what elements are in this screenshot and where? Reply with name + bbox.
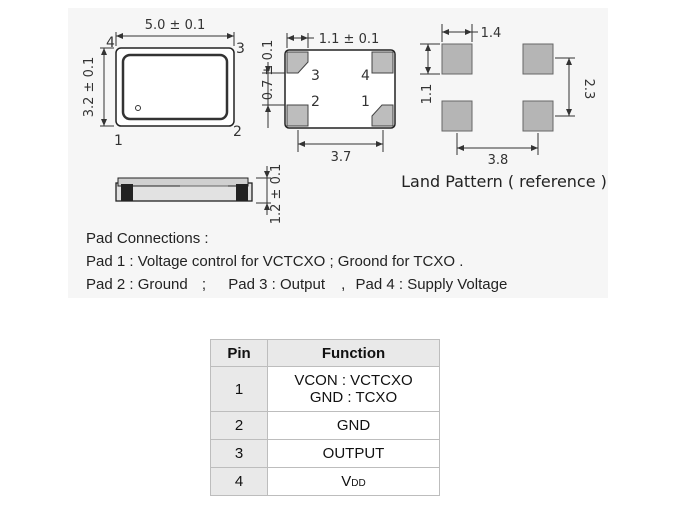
pad-label-2: 2 [311, 94, 320, 110]
pin-function-table: Pin Function 1 VCON : VCTCXO GND : TCXO … [210, 339, 440, 496]
pad-connections-line2: Pad 2 : Ground ; Pad 3 : Output , Pad 4 … [86, 276, 507, 293]
pad-1 [371, 104, 394, 127]
pad-label-3: 3 [311, 68, 320, 84]
pad-size-dim: 1.1 ± 0.1 [319, 32, 380, 47]
land-pattern-caption: Land Pattern ( reference ) [401, 172, 607, 191]
note-separator-1: ; [201, 276, 207, 293]
pad-connections-title: Pad Connections : [86, 230, 209, 247]
header-pin: Pin [210, 339, 268, 367]
package-pin-1: 1 [114, 133, 123, 149]
pin-number: 3 [210, 439, 268, 468]
pad-connections-line1: Pad 1 : Voltage control for VCTCXO ; Gro… [86, 253, 464, 270]
pin-number: 2 [210, 411, 268, 440]
pad-label-1: 1 [361, 94, 370, 110]
land-pattern: 1.4 1.1 2.3 3.8 Land Pattern ( reference… [401, 24, 607, 191]
land-pad-br [522, 100, 554, 132]
width-dim: 3.2 ± 0.1 [82, 57, 97, 118]
package-side-view: 1.2 ± 0.1 [115, 164, 284, 225]
pad-bottom-view: 3 4 2 1 1.1 ± 0.1 0.7 ± 0.1 3.7 [261, 32, 396, 165]
length-dim: 5.0 ± 0.1 [145, 18, 206, 33]
pin-number: 1 [210, 366, 268, 412]
land-vertical-span: 2.3 [581, 79, 596, 100]
pad-3 [286, 51, 309, 74]
table-header-row: Pin Function [210, 339, 440, 367]
land-pad-height: 1.1 [420, 84, 435, 105]
pin-function: VCON : VCTCXO GND : TCXO [267, 366, 440, 412]
table-row: 3 OUTPUT [210, 439, 440, 468]
pad4-note: Pad 4 : Supply Voltage [355, 276, 508, 293]
land-pad-bl [441, 100, 473, 132]
land-pad-width: 1.4 [481, 26, 502, 41]
land-pad-tl [441, 43, 473, 75]
function-line: VCON : VCTCXO [294, 372, 413, 389]
vdd-main: V [341, 473, 352, 490]
pad-gap-dim: 0.7 ± 0.1 [261, 40, 276, 101]
table-row: 1 VCON : VCTCXO GND : TCXO [210, 366, 440, 412]
pin-number: 4 [210, 467, 268, 496]
pin1-marker [135, 105, 141, 111]
package-pin-4: 4 [106, 35, 115, 51]
header-function: Function [267, 339, 440, 367]
vdd-subscript: DD [351, 478, 366, 489]
land-horizontal-span: 3.8 [488, 153, 509, 168]
pin-function: OUTPUT [267, 439, 440, 468]
pin-function: GND [267, 411, 440, 440]
table-row: 2 GND [210, 411, 440, 440]
pad2-note: Pad 2 : Ground [86, 276, 188, 293]
pad-2 [286, 104, 309, 127]
pad-pitch-dim: 3.7 [331, 150, 352, 165]
table-row: 4 VDD [210, 467, 440, 496]
note-separator-2: , [341, 276, 346, 293]
function-line: GND : TCXO [309, 389, 398, 406]
pad3-note: Pad 3 : Output [228, 276, 325, 293]
package-pin-3: 3 [236, 41, 245, 57]
pad-label-4: 4 [361, 68, 370, 84]
package-top-view: 5.0 ± 0.1 3.2 ± 0.1 4 3 1 2 [82, 18, 245, 149]
pad-4 [371, 51, 394, 74]
height-dim: 1.2 ± 0.1 [269, 164, 284, 225]
land-pad-tr [522, 43, 554, 75]
pin-function: VDD [267, 467, 440, 496]
package-pin-2: 2 [233, 124, 242, 140]
